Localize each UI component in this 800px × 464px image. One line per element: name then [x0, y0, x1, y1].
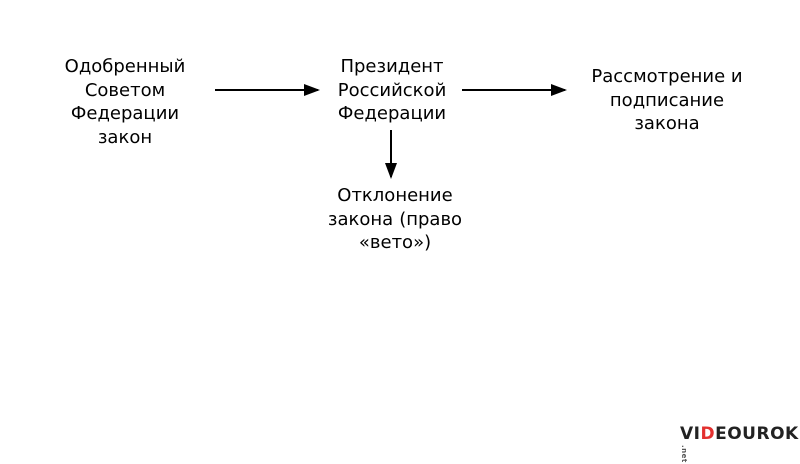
text-line: «вето»)	[358, 232, 432, 253]
arrows	[215, 84, 567, 179]
node-approved-law: Одобренный Советом Федерации закон	[65, 55, 186, 149]
rejection-line-2: закона(право	[305, 208, 485, 232]
text-line: Федерации	[337, 103, 447, 124]
node-rejection: Отклонение закона(право «вето»)	[305, 184, 485, 255]
text-line: Одобренный	[64, 56, 186, 77]
text-line: Рассмотрение и	[591, 66, 743, 87]
text-line: Российской	[337, 79, 447, 101]
text-line: Отклонение	[337, 185, 453, 206]
text-law: закона	[327, 208, 394, 230]
text-right: (право	[399, 208, 463, 230]
text-line: Советом	[84, 79, 166, 101]
text-line: закона	[634, 113, 700, 134]
text-line: Федерации	[70, 103, 180, 124]
node-signing: Рассмотрение и подписание закона	[591, 65, 742, 136]
text-line: подписание	[609, 89, 725, 111]
node-president: Президент Российской Федерации	[338, 55, 447, 126]
text-line: закон	[97, 126, 153, 148]
videouroki-logo: VIDEOUROKI.net	[680, 424, 800, 463]
text-line: Президент	[340, 56, 444, 77]
